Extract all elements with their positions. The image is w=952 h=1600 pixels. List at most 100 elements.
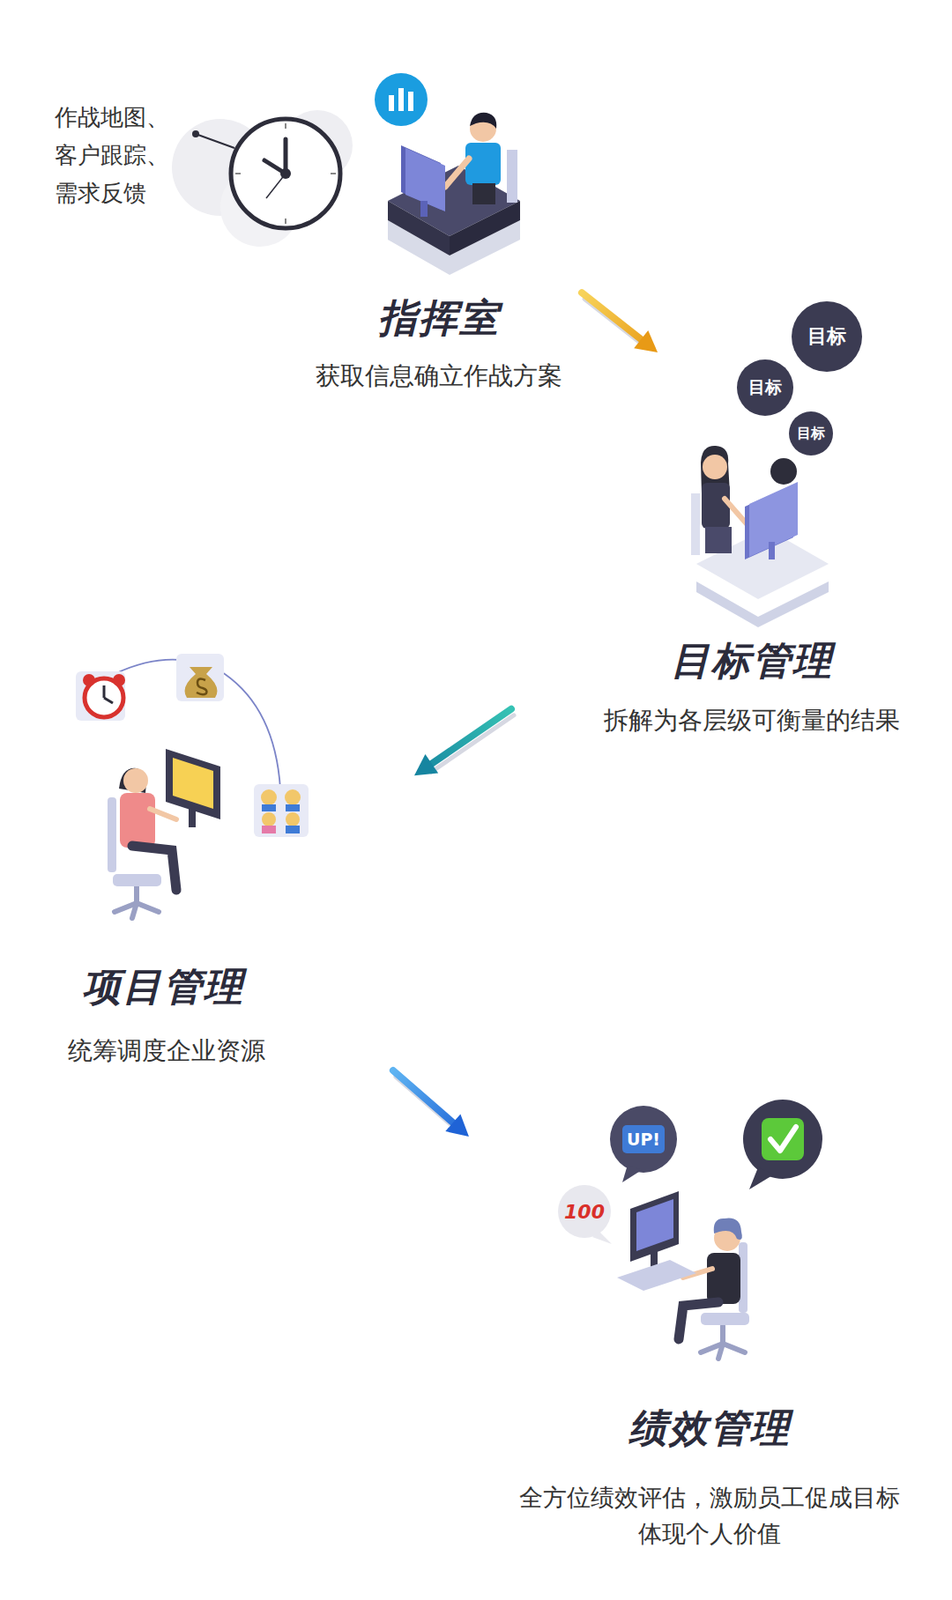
flow-arrow — [393, 1071, 469, 1138]
performance-management-figure-part — [761, 1118, 804, 1161]
project-management-figure-part — [82, 674, 96, 687]
project-management-figure-part — [285, 804, 300, 812]
arrow-head — [633, 330, 658, 353]
project-management-figure-part — [114, 885, 159, 919]
project-management-figure-part — [119, 793, 156, 848]
project-management-figure-part — [284, 789, 301, 806]
performance-management-figure-part — [617, 1260, 697, 1292]
bubble-text: 目标 — [748, 376, 782, 400]
flow-arrow — [414, 709, 514, 777]
performance-management-figure-part — [622, 1125, 665, 1154]
project-management-figure — [75, 654, 309, 919]
performance-management-figure-part-part — [718, 1344, 723, 1360]
stage-description: 统筹调度企业资源 — [67, 1035, 266, 1067]
arrow-head — [414, 754, 439, 776]
goal-bubble: 目标 — [736, 359, 794, 417]
project-management-figure-part — [260, 789, 277, 806]
project-management-figure-part-part — [132, 903, 137, 919]
arrow-shaft — [581, 292, 644, 342]
performance-management-figure-part — [636, 1199, 674, 1252]
note-text: 作战地图、 客户跟踪、 需求反馈 — [54, 98, 187, 213]
project-management-figure-part — [285, 812, 300, 827]
project-management-figure-part — [112, 874, 162, 887]
performance-management-figure — [557, 1100, 823, 1360]
goal-management-figure-part — [701, 483, 730, 529]
goal-bubble: 目标 — [791, 301, 863, 372]
project-management-figure-part — [185, 667, 218, 699]
command-room-figure-part — [469, 112, 497, 129]
clock-icon-part — [284, 218, 287, 224]
badge-text: UP! — [626, 1130, 661, 1150]
project-management-figure-part — [107, 797, 117, 873]
project-management-figure-part-part — [136, 903, 159, 913]
performance-management-figure-part — [557, 1185, 611, 1239]
clock-icon-part — [330, 172, 336, 175]
performance-management-figure-part — [706, 1253, 741, 1305]
performance-management-figure-part — [743, 1100, 823, 1180]
stage-title: 绩效管理 — [628, 1405, 791, 1453]
badge-text: 100 — [564, 1201, 605, 1224]
flow-arrow — [581, 292, 658, 353]
clock-icon-part — [280, 168, 291, 179]
goal-management-figure-part — [691, 493, 700, 556]
arrow-shaft — [393, 1071, 456, 1126]
performance-management-figure-part-part — [720, 1326, 726, 1345]
command-room-figure-part — [445, 158, 469, 187]
command-room-figure-part — [465, 142, 501, 186]
project-management-figure-part — [253, 784, 309, 838]
arrow-shaft — [428, 709, 512, 767]
project-management-figure-part — [261, 825, 276, 834]
project-management-figure-part — [176, 654, 224, 702]
command-room-figure — [374, 73, 521, 276]
performance-management-figure-part — [609, 1106, 677, 1174]
project-management-figure-part — [112, 674, 126, 687]
performance-management-figure-part — [678, 1302, 719, 1340]
performance-management-figure-part — [714, 1219, 743, 1241]
arrow-head — [445, 1114, 469, 1138]
command-room-figure-part — [506, 149, 518, 203]
command-room-figure-part — [398, 88, 404, 112]
project-management-figure-part — [285, 825, 300, 834]
project-management-figure-part — [172, 758, 214, 810]
clock-icon-part — [230, 119, 341, 229]
leader-line-part — [195, 133, 235, 149]
arrow-shadow — [431, 715, 514, 773]
project-management-figure-part — [188, 806, 196, 828]
performance-management-figure-part — [622, 1165, 642, 1183]
performance-management-figure-part — [700, 1326, 745, 1360]
performance-management-figure-part — [770, 1127, 796, 1152]
command-room-figure-part — [374, 73, 428, 127]
bubble-text: 目标 — [807, 323, 847, 350]
goal-management-figure-part — [705, 527, 732, 554]
goal-bubble: 目标 — [788, 411, 833, 456]
clock-icon-part — [235, 172, 241, 175]
goal-management-figure — [691, 446, 829, 628]
stage-description: 获取信息确立作战方案 — [315, 360, 563, 392]
stage-node: 指挥室获取信息确立作战方案 — [299, 61, 582, 397]
command-room-figure-part — [408, 91, 414, 112]
project-management-figure-part — [123, 768, 149, 794]
performance-management-figure-part — [700, 1313, 750, 1326]
project-management-figure-part — [149, 809, 177, 820]
goal-management-figure-part — [768, 542, 775, 560]
performance-management-figure-part-part — [722, 1344, 745, 1354]
stage-node: 项目管理统筹调度企业资源 — [35, 643, 415, 1071]
command-room-figure-part — [420, 200, 428, 217]
project-management-figure-part — [75, 671, 126, 722]
project-management-figure-part — [104, 698, 113, 704]
stage-title: 目标管理 — [670, 638, 833, 685]
project-management-figure-part — [261, 804, 276, 812]
stage-title: 项目管理 — [81, 964, 245, 1012]
stage-title: 指挥室 — [378, 295, 500, 343]
goal-management-figure-part — [702, 454, 728, 480]
goal-management-figure-part — [770, 458, 797, 485]
project-management-figure-part — [132, 846, 177, 891]
command-room-figure-part — [472, 183, 496, 205]
stage-description: 全方位绩效评估，激励员工促成目标 体现个人价值 — [502, 1480, 917, 1553]
stage-node: 绩效管理全方位绩效评估，激励员工促成目标 体现个人价值 — [440, 1137, 935, 1570]
project-management-figure-part — [261, 812, 276, 827]
bubble-text: 目标 — [796, 424, 826, 444]
project-management-figure-part — [196, 679, 208, 696]
